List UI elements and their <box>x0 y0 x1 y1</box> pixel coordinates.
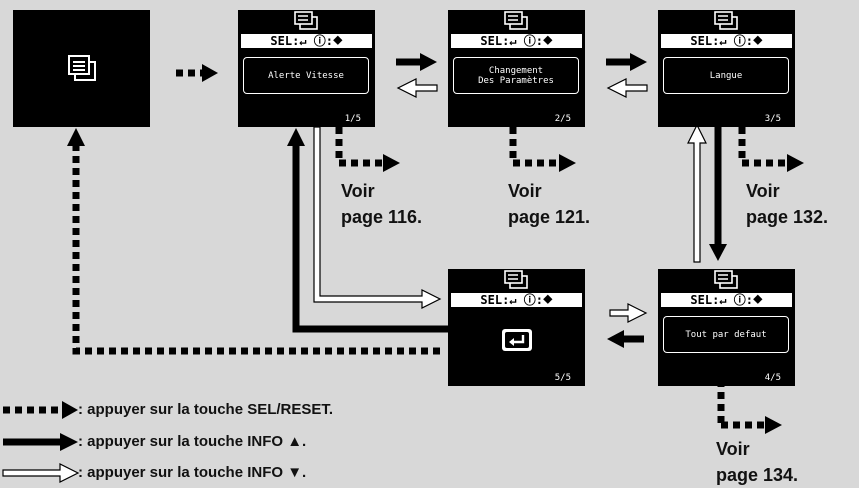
screen-tout-par-defaut: SEL:↵ ⓘ:⯁ Tout par defaut 4/5 <box>658 269 795 386</box>
page-indicator: 3/5 <box>764 114 781 124</box>
dashed-arrow-s2-voir <box>509 127 576 172</box>
voir-text: Voir <box>508 181 542 201</box>
menu-field-line2: Des Paramètres <box>478 75 554 86</box>
legend-solid-symbol <box>3 433 78 451</box>
menu-icon <box>504 270 528 289</box>
hollow-arrow-s5-s4 <box>609 303 648 323</box>
solid-arrow-s5-s1 <box>287 128 448 333</box>
legend-sel-reset: : appuyer sur la touche SEL/RESET. <box>78 401 334 418</box>
voir-text: Voir <box>746 181 780 201</box>
legend-info-down: : appuyer sur la touche INFO ▼. <box>78 464 307 481</box>
menu-icon <box>714 270 738 289</box>
voir-label-116: Voir page 116. <box>341 178 422 230</box>
sel-info-bar: SEL:↵ ⓘ:⯁ <box>451 34 582 48</box>
menu-field: Changement Des Paramètres <box>453 57 579 94</box>
home-screen <box>13 10 150 127</box>
page-indicator: 2/5 <box>554 114 571 124</box>
menu-icon <box>294 11 318 30</box>
sel-info-bar: SEL:↵ ⓘ:⯁ <box>451 293 582 307</box>
solid-arrow-s2-s3 <box>606 53 647 71</box>
sel-info-bar: SEL:↵ ⓘ:⯁ <box>661 34 792 48</box>
screen-alerte-vitesse: SEL:↵ ⓘ:⯁ Alerte Vitesse 1/5 <box>238 10 375 127</box>
menu-icon <box>68 55 96 81</box>
page-indicator: 4/5 <box>764 373 781 383</box>
menu-field-line1: Changement <box>488 65 544 76</box>
voir-page: page 134. <box>716 465 799 485</box>
voir-label-132: Voir page 132. <box>746 178 828 230</box>
dashed-arrow-home-to-s1 <box>176 64 218 82</box>
hollow-arrow-s1-s5 <box>313 126 442 309</box>
page-indicator: 1/5 <box>344 114 361 124</box>
solid-arrow-s1-s2 <box>396 53 437 71</box>
screen-langue: SEL:↵ ⓘ:⯁ Langue 3/5 <box>658 10 795 127</box>
sel-info-bar: SEL:↵ ⓘ:⯁ <box>241 34 372 48</box>
solid-arrow-s4-s5 <box>607 330 644 348</box>
page-indicator: 5/5 <box>554 373 571 383</box>
menu-field: Langue <box>663 57 789 94</box>
voir-page: page 116. <box>341 207 423 227</box>
hollow-arrow-s3-s2 <box>606 78 648 98</box>
menu-icon <box>714 11 738 30</box>
voir-text: Voir <box>716 439 750 459</box>
dashed-arrow-s3-voir <box>738 127 804 172</box>
menu-field: Tout par defaut <box>663 316 789 353</box>
screen-changement-parametres: SEL:↵ ⓘ:⯁ Changement Des Paramètres 2/5 <box>448 10 585 127</box>
legend-info-up: : appuyer sur la touche INFO ▲. <box>78 433 307 450</box>
dashed-arrow-s5-home <box>67 128 440 355</box>
hollow-arrow-s2-s1 <box>396 78 438 98</box>
voir-label-121: Voir page 121. <box>508 178 590 230</box>
screen-retour: SEL:↵ ⓘ:⯁ 5/5 <box>448 269 585 386</box>
voir-page: page 121. <box>508 207 591 227</box>
solid-arrow-s3-s4 <box>709 127 727 261</box>
menu-icon <box>504 11 528 30</box>
sel-info-bar: SEL:↵ ⓘ:⯁ <box>661 293 792 307</box>
voir-page: page 132. <box>746 207 829 227</box>
legend-dashed-symbol <box>3 401 78 419</box>
hollow-arrow-s4-s3 <box>687 123 707 263</box>
voir-text: Voir <box>341 181 375 201</box>
menu-field: Alerte Vitesse <box>243 57 369 94</box>
dashed-arrow-s1-voir <box>335 127 400 172</box>
dashed-arrow-s4-voir <box>717 380 782 434</box>
legend-hollow-symbol <box>2 463 80 483</box>
voir-label-134: Voir page 134. <box>716 436 798 488</box>
return-icon <box>502 329 532 351</box>
